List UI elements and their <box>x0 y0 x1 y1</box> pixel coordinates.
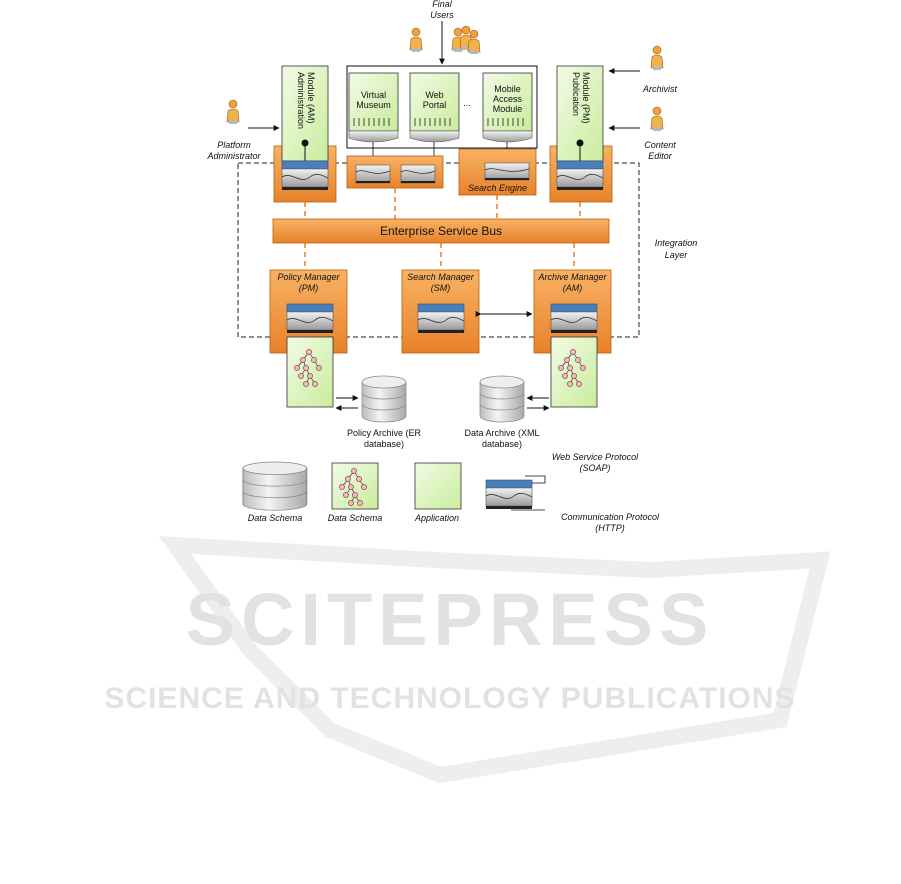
legend-cp-label-1: Communication Protocol <box>561 512 660 522</box>
legend-application-label: Application <box>414 513 459 523</box>
legend-protocol-icon <box>485 479 533 510</box>
integration-layer-label-2: Layer <box>665 250 689 260</box>
watermark-brand: SCITEPRESS <box>186 578 715 661</box>
policy-manager-label-1: Policy Manager <box>277 272 340 282</box>
policy-archive-database-icon <box>361 375 407 423</box>
mobile-access-label-3: Module <box>493 104 523 114</box>
final-user-icon <box>409 27 423 53</box>
search-manager-label-1: Search Manager <box>407 272 475 282</box>
mobile-access-label-1: Mobile <box>494 84 521 94</box>
policy-archive-label-2: database) <box>364 439 404 449</box>
search-manager: Search Manager (SM) <box>401 269 480 354</box>
admin-module-label-1: Administration <box>296 72 306 129</box>
platform-administrator-label-2: Administrator <box>206 151 261 161</box>
enterprise-service-bus: Enterprise Service Bus <box>272 218 610 244</box>
mobile-access-label-2: Access <box>493 94 523 104</box>
search-engine-label: Search Engine <box>468 183 527 193</box>
legend-database-icon <box>242 461 308 511</box>
legend-cp-label-2: (HTTP) <box>595 523 625 533</box>
data-archive-label-2: database) <box>482 439 522 449</box>
legend-wsp-label-1: Web Service Protocol <box>552 452 639 462</box>
publication-module: Publication Module (PM) <box>549 65 613 203</box>
ellipsis-label: ... <box>463 98 471 108</box>
service-endpoint-icon <box>301 139 309 147</box>
admin-module-label-2: Module (AM) <box>306 72 316 124</box>
service-endpoint-icon <box>576 139 584 147</box>
search-engine: Search Engine <box>458 148 537 196</box>
archive-manager-label-2: (AM) <box>563 283 583 293</box>
search-manager-label-2: (SM) <box>431 283 451 293</box>
user-group-icon <box>451 25 481 55</box>
pub-module-label-2: Module (PM) <box>581 72 591 124</box>
esb-label: Enterprise Service Bus <box>380 224 502 238</box>
policy-manager-label-2: (PM) <box>299 283 319 293</box>
policy-manager: Policy Manager (PM) <box>269 269 348 408</box>
content-editor-icon <box>650 106 664 132</box>
watermark: SCITEPRESS SCIENCE AND TECHNOLOGY PUBLIC… <box>104 536 831 784</box>
final-users-label-2: Users <box>430 10 454 20</box>
web-portal-label-2: Portal <box>423 100 447 110</box>
content-editor-label-2: Editor <box>648 151 673 161</box>
platform-administrator-label-1: Platform <box>217 140 251 150</box>
platform-administrator-icon <box>226 99 240 125</box>
legend-wsp-label-2: (SOAP) <box>579 463 610 473</box>
content-editor-label-1: Content <box>644 140 676 150</box>
administration-module: Administration Module (AM) <box>273 65 337 203</box>
policy-archive-label-1: Policy Archive (ER <box>347 428 422 438</box>
data-archive-label-1: Data Archive (XML <box>464 428 539 438</box>
pub-module-label-1: Publication <box>571 72 581 116</box>
front-end-applications: Virtual Museum Web Portal ... Mobile Acc… <box>346 65 538 149</box>
portal-services <box>346 155 444 189</box>
archivist-icon <box>650 45 664 71</box>
legend-data-schema-db-label: Data Schema <box>248 513 303 523</box>
archive-manager: Archive Manager (AM) <box>533 269 612 408</box>
archivist-label: Archivist <box>642 84 678 94</box>
watermark-tagline: SCIENCE AND TECHNOLOGY PUBLICATIONS <box>104 682 795 715</box>
virtual-museum-label-1: Virtual <box>361 90 386 100</box>
data-archive-database-icon <box>479 375 525 423</box>
integration-layer-label-1: Integration <box>655 238 698 248</box>
legend: Data Schema Data Schema Application Web … <box>242 452 660 533</box>
virtual-museum-label-2: Museum <box>356 100 391 110</box>
archive-manager-label-1: Archive Manager <box>537 272 607 282</box>
web-portal-label-1: Web <box>425 90 443 100</box>
final-users-label-1: Final <box>432 0 453 9</box>
legend-application-icon <box>414 462 462 510</box>
legend-data-schema-tree-label: Data Schema <box>328 513 383 523</box>
